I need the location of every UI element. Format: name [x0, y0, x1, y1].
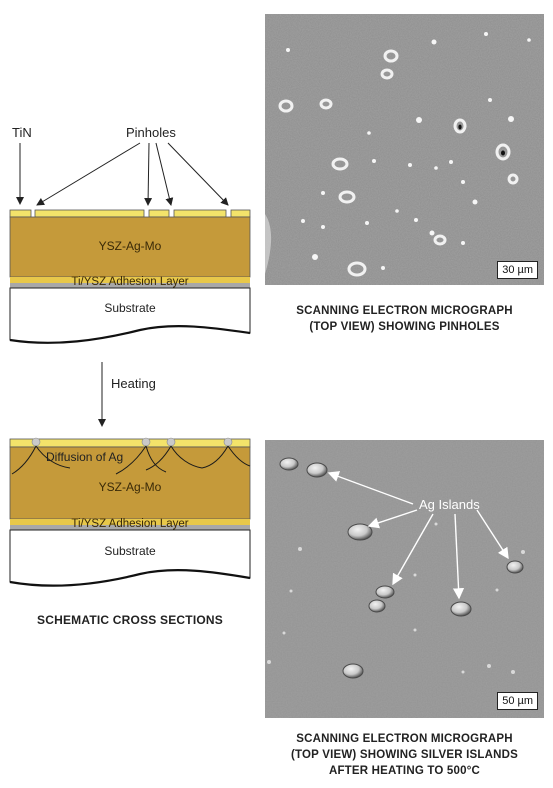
sem-islands-caption: SCANNING ELECTRON MICROGRAPH (TOP VIEW) …	[265, 731, 544, 779]
schematic-caption: SCHEMATIC CROSS SECTIONS	[37, 613, 223, 627]
adhesion-base-heated	[10, 525, 250, 530]
sem-micrograph-pinholes: 30 µm	[265, 14, 544, 285]
diffusion-label: Diffusion of Ag	[46, 450, 123, 464]
sem-islands-caption-line-2: (TOP VIEW) SHOWING SILVER ISLANDS	[290, 749, 519, 761]
substrate-label-heated: Substrate	[104, 544, 156, 558]
pinholes-label: Pinholes	[126, 125, 176, 140]
adhesion-base	[10, 283, 250, 288]
tin-coating	[9, 209, 251, 218]
substrate-label: Substrate	[104, 301, 156, 315]
adhesion-layer-label-heated: Ti/YSZ Adhesion Layer	[71, 518, 188, 530]
adhesion-layer-heated	[10, 519, 250, 525]
sem-pinholes-caption-line-2: (TOP VIEW) SHOWING PINHOLES	[309, 321, 500, 333]
core-layer-label-heated: YSZ-Ag-Mo	[99, 480, 162, 494]
sem-pinholes-caption: SCANNING ELECTRON MICROGRAPH (TOP VIEW) …	[265, 303, 544, 335]
schematic-diagram: TiN Pinholes YSZ-Ag-Mo Ti/YSZ Adhesion L…	[9, 125, 251, 587]
diffusion-arcs	[11, 445, 251, 475]
core-layer-label: YSZ-Ag-Mo	[99, 239, 162, 253]
tin-label: TiN	[12, 125, 32, 140]
sem-islands-caption-line-3: AFTER HEATING TO 500°C	[328, 765, 481, 777]
sem-pinholes-image	[265, 14, 544, 285]
sem-micrograph-islands: Ag Islands 50 µm	[265, 440, 544, 718]
sem-islands-caption-line-1: SCANNING ELECTRON MICROGRAPH	[296, 733, 513, 745]
heating-label: Heating	[111, 376, 156, 391]
pinhole-arrow-1	[36, 142, 141, 206]
pinhole-arrow-3	[155, 142, 174, 206]
ag-islands-label: Ag Islands	[419, 497, 480, 512]
adhesion-layer	[10, 277, 250, 283]
scale-bar-islands: 50 µm	[497, 692, 538, 710]
sem-islands-image: Ag Islands	[265, 440, 544, 718]
pinhole-arrow-2	[144, 142, 153, 206]
sem-pinholes-caption-line-1: SCANNING ELECTRON MICROGRAPH	[296, 305, 513, 317]
silver-dots	[31, 437, 233, 447]
substrate	[9, 287, 251, 344]
tin-coating-heated	[9, 438, 251, 448]
adhesion-layer-label: Ti/YSZ Adhesion Layer	[71, 276, 188, 288]
pinhole-arrow-4	[167, 142, 229, 206]
scale-bar-pinholes: 30 µm	[497, 261, 538, 279]
